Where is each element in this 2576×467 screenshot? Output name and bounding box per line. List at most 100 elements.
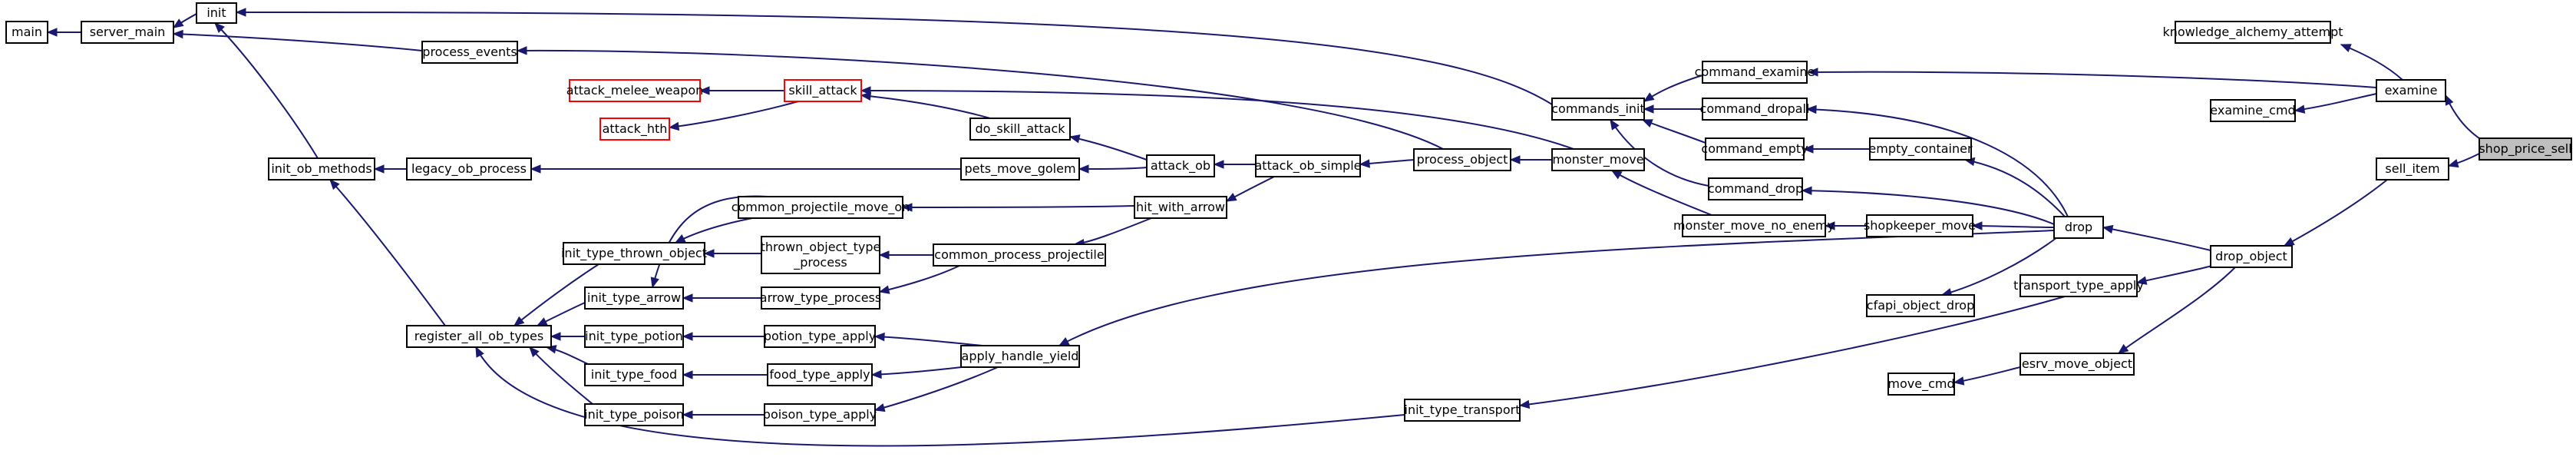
node-do-skill-attack[interactable]: do_skill_attack (969, 118, 1071, 141)
node-box[interactable] (1866, 294, 1975, 317)
node-common-projectile-move-on[interactable]: common_projectile_move_on (732, 196, 910, 219)
node-potion-type-apply[interactable]: potion_type_apply (764, 325, 876, 348)
node-init-type-food[interactable]: init_type_food (584, 363, 684, 386)
node-box[interactable] (1708, 177, 1803, 200)
node-box[interactable] (1682, 214, 1826, 237)
node-arrow-type-process[interactable]: arrow_type_process (760, 286, 881, 310)
node-shopkeeper-move[interactable]: shopkeeper_move (1864, 214, 1976, 237)
node-skill-attack[interactable]: skill_attack (784, 79, 862, 102)
node-move-cmd[interactable]: move_cmd (1887, 373, 1955, 396)
node-monster-move-no-enemy[interactable]: monster_move_no_enemy (1673, 214, 1835, 237)
node-box[interactable] (933, 243, 1106, 267)
node-box[interactable] (2479, 137, 2572, 161)
node-box[interactable] (584, 325, 684, 348)
node-box[interactable] (196, 2, 237, 24)
node-attack-ob-simple[interactable]: attack_ob_simple (1255, 154, 1362, 177)
node-box[interactable] (2175, 21, 2331, 44)
node-box[interactable] (1551, 98, 1645, 121)
node-shop-price-sell[interactable]: shop_price_sell (2479, 137, 2572, 161)
node-init-type-arrow[interactable]: init_type_arrow (584, 286, 684, 310)
node-command-dropall[interactable]: command_dropall (1700, 98, 1810, 121)
node-examine-cmd[interactable]: examine_cmd (2210, 99, 2296, 122)
node-box[interactable] (2020, 353, 2135, 376)
node-init-type-poison[interactable]: init_type_poison (584, 403, 684, 426)
node-box[interactable] (764, 325, 876, 348)
node-box[interactable] (2210, 99, 2296, 122)
node-box[interactable] (563, 242, 705, 265)
node-server-main[interactable]: server_main (81, 21, 174, 44)
node-box[interactable] (2210, 245, 2293, 268)
node-box[interactable] (268, 157, 375, 181)
node-esrv-move-object[interactable]: esrv_move_object (2020, 353, 2135, 376)
node-init-type-potion[interactable]: init_type_potion (584, 325, 684, 348)
node-box[interactable] (1146, 154, 1215, 177)
node-box[interactable] (2376, 79, 2446, 102)
node-box[interactable] (81, 21, 174, 44)
node-box[interactable] (1702, 61, 1808, 84)
node-box[interactable] (738, 196, 903, 219)
node-command-examine[interactable]: command_examine (1695, 61, 1815, 84)
node-hit-with-arrow[interactable]: hit_with_arrow (1134, 196, 1227, 219)
node-drop-object[interactable]: drop_object (2210, 245, 2293, 268)
node-box[interactable] (1404, 399, 1521, 422)
node-box[interactable] (969, 118, 1071, 141)
node-box[interactable] (2376, 157, 2449, 181)
node-empty-container[interactable]: empty_container (1868, 137, 1973, 161)
node-process-events[interactable]: process_events (421, 41, 518, 64)
node-box[interactable] (1705, 137, 1805, 161)
node-box[interactable] (1887, 373, 1955, 396)
node-thrown-object-type-process[interactable]: thrown_object_type_process (761, 236, 881, 274)
node-pets-move-golem[interactable]: pets_move_golem (960, 157, 1080, 181)
node-box[interactable] (960, 345, 1080, 368)
node-box[interactable] (784, 79, 862, 102)
node-box[interactable] (406, 157, 532, 181)
node-box[interactable] (584, 363, 684, 386)
node-box[interactable] (2053, 216, 2104, 239)
node-attack-ob[interactable]: attack_ob (1146, 154, 1215, 177)
node-box[interactable] (584, 403, 684, 426)
node-init-type-thrown-object[interactable]: init_type_thrown_object (561, 242, 707, 265)
node-cfapi-object-drop[interactable]: cfapi_object_drop (1866, 294, 1975, 317)
node-box[interactable] (569, 79, 701, 102)
node-examine[interactable]: examine (2376, 79, 2446, 102)
node-drop[interactable]: drop (2053, 216, 2104, 239)
node-sell-item[interactable]: sell_item (2376, 157, 2449, 181)
node-common-process-projectile[interactable]: common_process_projectile (933, 243, 1106, 267)
node-box[interactable] (761, 236, 880, 274)
node-init-ob-methods[interactable]: init_ob_methods (268, 157, 375, 181)
node-box[interactable] (1551, 148, 1645, 171)
node-init[interactable]: init (196, 2, 237, 24)
node-box[interactable] (406, 325, 552, 348)
node-box[interactable] (1866, 214, 1973, 237)
node-command-drop[interactable]: command_drop (1708, 177, 1803, 200)
node-box[interactable] (1869, 137, 1972, 161)
node-box[interactable] (761, 286, 880, 310)
node-poison-type-apply[interactable]: poison_type_apply (763, 403, 877, 426)
node-box[interactable] (1134, 196, 1227, 219)
node-legacy-ob-process[interactable]: legacy_ob_process (406, 157, 532, 181)
node-box[interactable] (1255, 154, 1361, 177)
node-box[interactable] (767, 363, 873, 386)
node-monster-move[interactable]: monster_move (1551, 148, 1645, 171)
node-box[interactable] (599, 118, 670, 141)
node-box[interactable] (421, 41, 518, 64)
node-food-type-apply[interactable]: food_type_apply (767, 363, 873, 386)
node-attack-melee-weapon[interactable]: attack_melee_weapon (566, 79, 704, 102)
node-register-all-ob-types[interactable]: register_all_ob_types (406, 325, 552, 348)
node-init-type-transport[interactable]: init_type_transport (1404, 399, 1521, 422)
node-box[interactable] (584, 286, 684, 310)
node-knowledge-alchemy-attempt[interactable]: knowledge_alchemy_attempt (2162, 21, 2343, 44)
node-commands-init[interactable]: commands_init (1551, 98, 1645, 121)
node-box[interactable] (1702, 98, 1808, 121)
node-transport-type-apply[interactable]: transport_type_apply (2013, 274, 2144, 297)
node-apply-handle-yield[interactable]: apply_handle_yield (960, 345, 1080, 368)
node-attack-hth[interactable]: attack_hth (599, 118, 670, 141)
node-box[interactable] (960, 157, 1080, 181)
node-box[interactable] (2020, 274, 2138, 297)
node-box[interactable] (5, 21, 48, 44)
node-main[interactable]: main (5, 21, 48, 44)
node-box[interactable] (1413, 148, 1511, 171)
node-process-object[interactable]: process_object (1413, 148, 1511, 171)
node-command-empty[interactable]: command_empty (1701, 137, 1808, 161)
node-box[interactable] (764, 403, 876, 426)
